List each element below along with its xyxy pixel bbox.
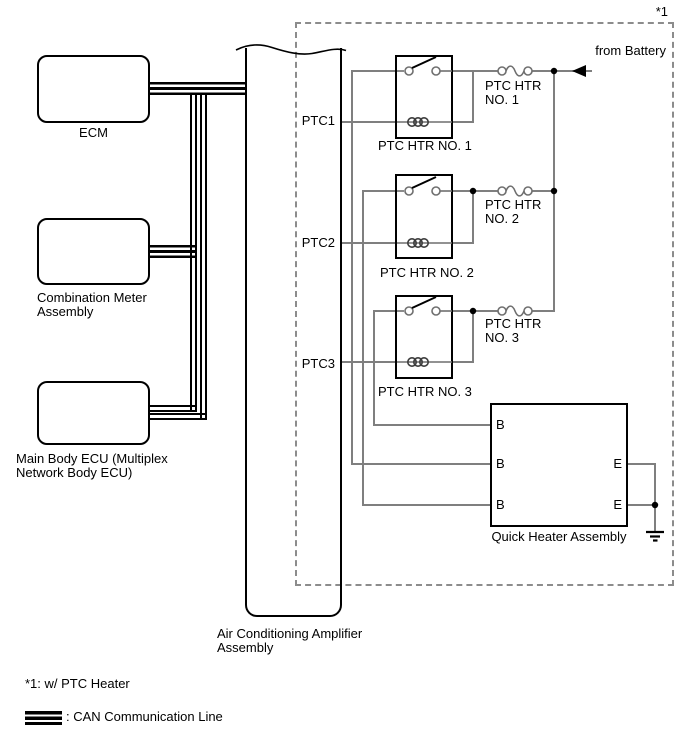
wire-ptc3-signal [341, 361, 397, 363]
pin-ptc2-label: PTC2 [301, 235, 335, 250]
quick-heater-label: Quick Heater Assembly [491, 529, 627, 544]
wire-relay2-contact-left [362, 190, 397, 192]
quick-heater-pin-b3: B [496, 497, 505, 512]
can-line-combination-meter-branch [150, 245, 197, 258]
wire-b2-feed [351, 463, 492, 465]
wire-relay2-contact-right [453, 190, 498, 192]
quick-heater-pin-e1: E [613, 456, 622, 471]
footnote-marker: *1 [655, 4, 668, 19]
combination-meter-box [37, 218, 150, 285]
can-line-main-body-ecu-lower [150, 413, 207, 420]
fuse1-label: PTC HTR NO. 1 [485, 78, 542, 107]
ptc-heater-option-dashed-box [295, 22, 674, 586]
wire-relay1-contact-left [351, 70, 397, 72]
wire-relay1-contact-right [453, 70, 498, 72]
from-battery-label: from Battery [595, 43, 666, 58]
wire-relay2-to-b3-v [362, 191, 364, 506]
relay1-box [395, 55, 453, 139]
main-body-ecu-label: Main Body ECU (Multiplex Network Body EC… [16, 451, 168, 480]
wire-battery-feed [532, 70, 592, 72]
wire-relay1-coil-return-h [451, 121, 474, 123]
can-line-ecm-to-amplifier [150, 82, 246, 95]
relay3-box [395, 295, 453, 379]
ptc-footnote: *1: w/ PTC Heater [25, 676, 130, 691]
can-bus-vertical-right [200, 95, 207, 420]
wire-relay1-to-b2-v [351, 71, 353, 465]
relay2-label: PTC HTR NO. 2 [380, 265, 474, 280]
wire-ptc2-signal [341, 242, 397, 244]
wire-ptc1-signal [341, 121, 397, 123]
wire-relay3-coil-return-v [472, 311, 474, 363]
quick-heater-box [490, 403, 628, 527]
can-line-main-body-ecu-upper [150, 405, 197, 412]
ac-amplifier-box [245, 48, 342, 617]
wire-relay3-coil-return-h [451, 361, 474, 363]
wire-battery-bus-v [553, 71, 555, 312]
wire-relay3-contact-left [373, 310, 397, 312]
relay1-label: PTC HTR NO. 1 [378, 138, 472, 153]
combination-meter-label: Combination Meter Assembly [37, 290, 147, 319]
wire-relay3-fuse-to-bus [532, 310, 555, 312]
ecm-label: ECM [79, 125, 108, 140]
pin-ptc1-label: PTC1 [301, 113, 335, 128]
main-body-ecu-box [37, 381, 150, 445]
relay2-box [395, 174, 453, 259]
wire-relay3-to-b1-v [373, 311, 375, 426]
can-bus-vertical-left [190, 95, 197, 412]
wire-relay2-fuse-to-bus [532, 190, 555, 192]
wire-relay2-coil-return-v [472, 191, 474, 244]
relay3-label: PTC HTR NO. 3 [378, 384, 472, 399]
wire-b3-feed [362, 504, 492, 506]
can-line-legend-icon [25, 711, 62, 725]
wire-e1-ground [627, 463, 656, 465]
fuse3-label: PTC HTR NO. 3 [485, 316, 542, 345]
fuse2-label: PTC HTR NO. 2 [485, 197, 542, 226]
wire-e2-ground [627, 504, 656, 506]
pin-ptc3-label: PTC3 [301, 356, 335, 371]
wire-relay2-coil-return-h [451, 242, 474, 244]
wire-b1-feed [373, 424, 492, 426]
wire-ground-v [654, 463, 656, 532]
ac-amplifier-label: Air Conditioning Amplifier Assembly [217, 626, 363, 655]
quick-heater-pin-b2: B [496, 456, 505, 471]
quick-heater-pin-e2: E [613, 497, 622, 512]
wire-relay1-coil-return-v [472, 71, 474, 123]
wire-relay3-contact-right [453, 310, 498, 312]
ecm-box [37, 55, 150, 123]
quick-heater-pin-b1: B [496, 417, 505, 432]
can-legend-label: : CAN Communication Line [66, 709, 223, 724]
